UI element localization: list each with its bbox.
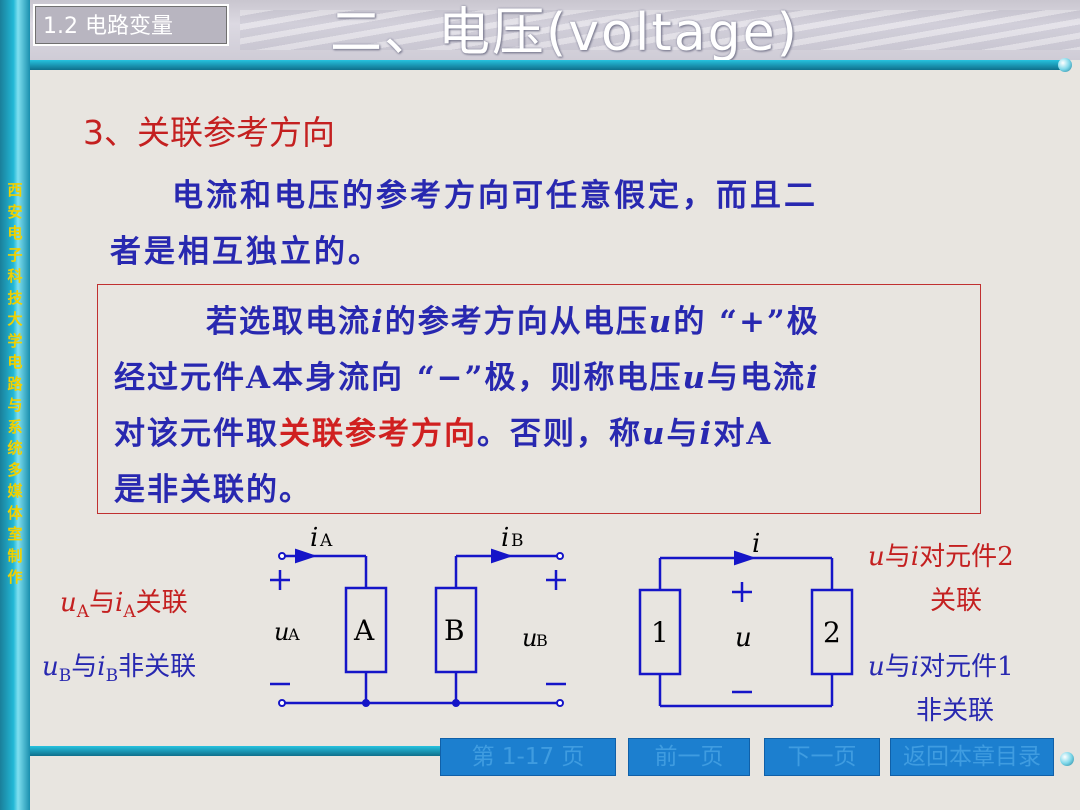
voltage-uA-sub: A [287,625,300,644]
back-to-chapter-button[interactable]: 返回本章目录 [890,738,1054,776]
definition-text: 若选取电流i的参考方向从电压u的 “+”极 经过元件A本身流向 “−”极，则称电… [114,304,820,508]
current-iB-sub: B [511,531,524,551]
current-i-label: i [752,529,760,559]
element-A [344,586,388,674]
voltage-uB-label: u [522,624,537,652]
left-sidebar: 西安电子科技大学电路与系统多媒体室制作 [0,0,30,810]
current-iB-label: i [501,523,509,553]
current-arrow-i [734,550,757,566]
sidebar-vertical-text: 西安电子科技大学电路与系统多媒体室制作 [7,181,23,586]
section-tag: 1.2 电路变量 [33,4,229,46]
section-heading: 3、关联参考方向 [83,113,335,152]
element-B-label: B [444,614,465,647]
label-nonassociated-element1: u与i对元件1 [868,652,1014,682]
label-nonassociated-element1-line2: 非关联 [916,696,995,726]
element-B [434,586,478,674]
label-nonassociated-B: uB与iB非关联 [42,652,197,687]
bottom-divider-knob [1060,752,1074,766]
intro-paragraph: 电流和电压的参考方向可任意假定，而且二 者是相互独立的。 [110,178,818,270]
next-page-button[interactable]: 下一页 [764,738,880,776]
current-iA-label: i [310,523,318,553]
page-title: 二、电压(voltage) [330,3,799,63]
definition-box [97,284,981,514]
voltage-u-label: u [735,623,752,653]
element-1-label: 1 [651,616,669,649]
current-iA-sub: A [319,531,333,551]
prev-page-button[interactable]: 前一页 [628,738,750,776]
element-A-label: A [353,614,375,647]
voltage-uB-sub: B [536,631,548,650]
page-indicator: 第 1-17 页 [440,738,616,776]
top-divider [30,60,1065,70]
label-associated-A: uA与iA关联 [60,588,188,623]
element-2-label: 2 [823,616,841,649]
header-decoration [240,10,1080,50]
current-arrow-A [295,548,318,564]
label-associated-element2: u与i对元件2 [868,542,1014,572]
top-divider-knob [1058,58,1072,72]
label-associated-element2-line2: 关联 [930,586,983,616]
voltage-uA-label: u [274,618,289,646]
element-2 [810,588,854,676]
current-arrow-B [491,548,514,564]
associated-reference-direction: 关联参考方向 [279,416,477,452]
bottom-divider [30,746,450,756]
